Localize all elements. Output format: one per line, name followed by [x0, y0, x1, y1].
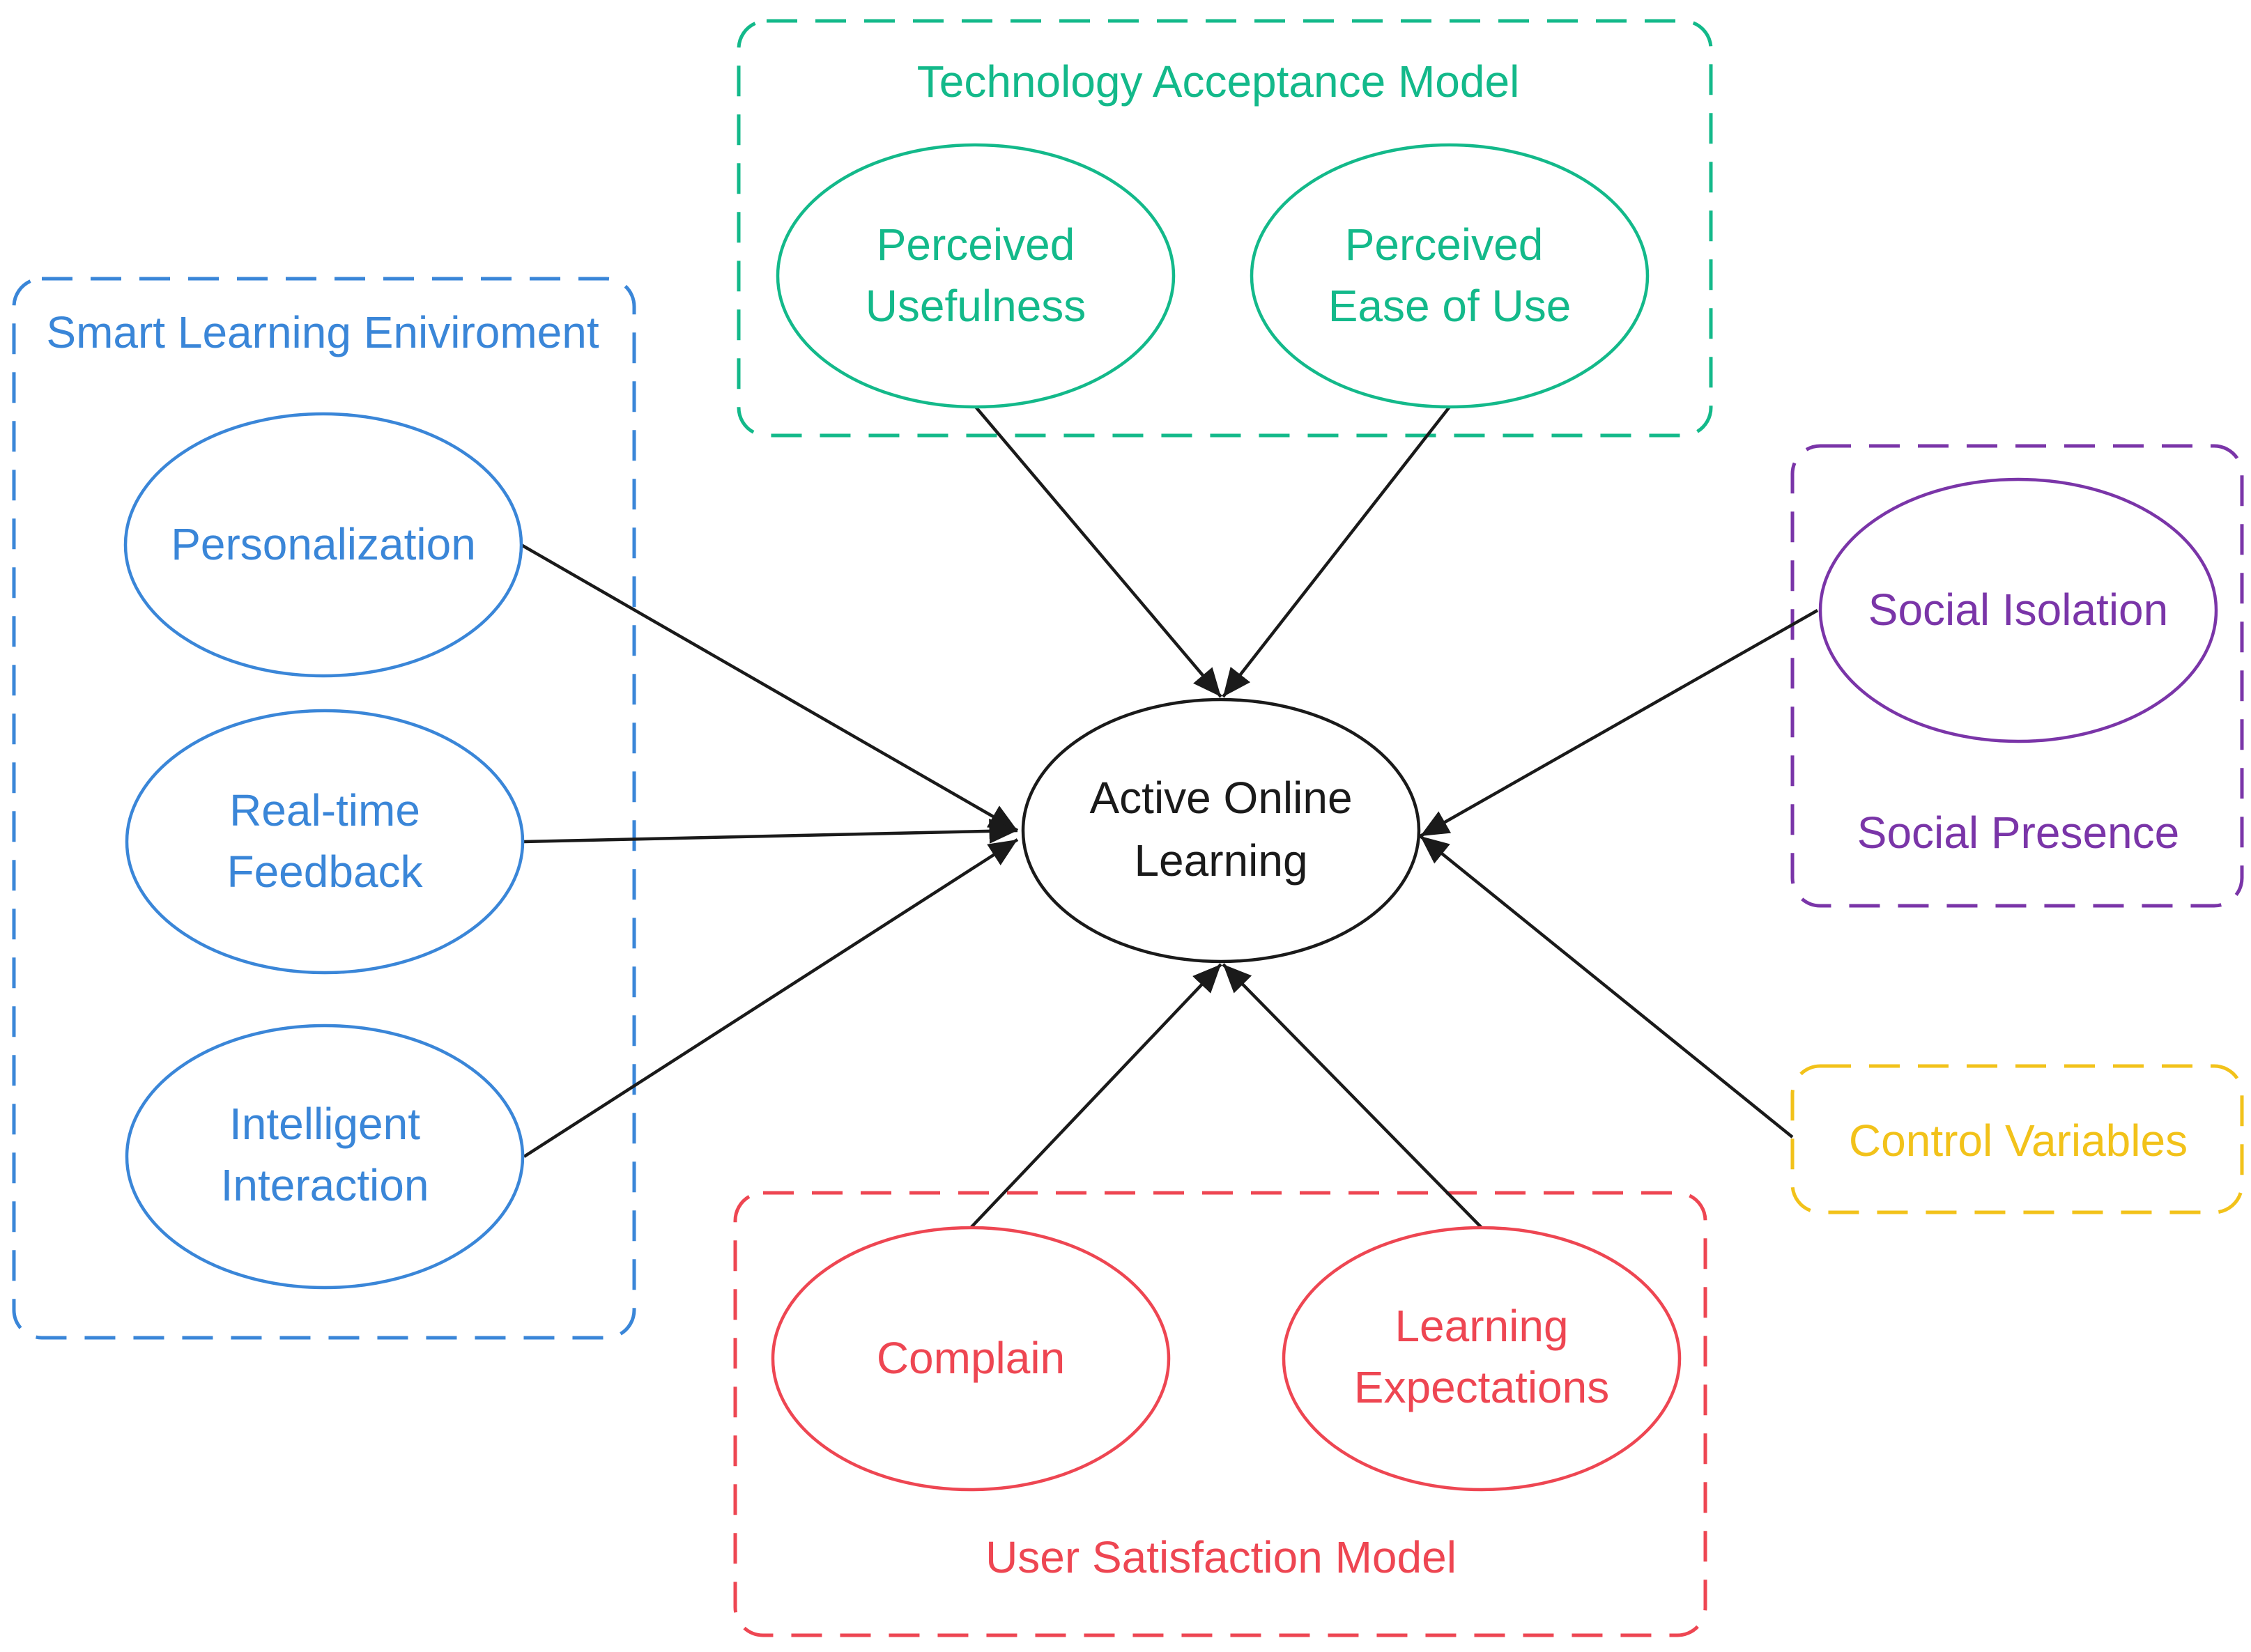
construct-social-isolation: Social Isolation [1818, 477, 2218, 743]
arrow-realtime-feedback-to-active-learning [523, 818, 1018, 844]
personalization-ellipse [123, 412, 523, 678]
construct-complain: Complain [771, 1226, 1171, 1492]
arrow-complain-to-active-learning [969, 963, 1222, 1229]
user-satisfaction-group-box [733, 1191, 1707, 1637]
arrow-personalization-to-active-learning [520, 543, 1019, 832]
smart-learning-group-title: Smart Learning Eniviroment [46, 307, 599, 357]
active-online-learning-ellipse [1021, 697, 1421, 964]
intelligent-interaction-ellipse [125, 1024, 525, 1290]
social-isolation-ellipse [1818, 477, 2218, 743]
construct-personalization: Personalization [123, 412, 523, 678]
arrow-control-variables-to-active-learning [1419, 835, 1794, 1138]
realtime-feedback-label-line1: Real-time [229, 785, 420, 835]
user-satisfaction-group-title: User Satisfaction Model [985, 1532, 1457, 1582]
construct-learning-expectations: Learning Expectations [1282, 1226, 1682, 1492]
perceived-usefulness-label-line2: Usefulness [866, 281, 1086, 331]
construct-realtime-feedback: Real-time Feedback [125, 709, 525, 975]
perceived-usefulness-ellipse [776, 143, 1176, 409]
personalization-label: Personalization [171, 519, 476, 569]
perceived-usefulness-label-line1: Perceived [877, 219, 1075, 270]
construct-active-online-learning: Active Online Learning [1021, 697, 1421, 964]
learning-expectations-ellipse [1282, 1226, 1682, 1492]
learning-expectations-label-line1: Learning [1395, 1301, 1568, 1351]
active-online-learning-label-line1: Active Online [1089, 773, 1352, 823]
arrow-perceived-ease-to-active-learning [1222, 406, 1451, 698]
perceived-ease-of-use-label-line2: Ease of Use [1328, 281, 1572, 331]
perceived-ease-of-use-label-line1: Perceived [1345, 219, 1544, 270]
construct-perceived-usefulness: Perceived Usefulness [776, 143, 1176, 409]
arrow-social-isolation-to-active-learning [1419, 609, 1819, 837]
control-variables-label: Control Variables [1849, 1116, 2188, 1166]
complain-label: Complain [877, 1333, 1065, 1383]
arrow-learning-expectations-to-active-learning [1222, 963, 1483, 1229]
social-presence-group-box [1790, 444, 2244, 908]
realtime-feedback-label-line2: Feedback [226, 847, 423, 897]
construct-intelligent-interaction: Intelligent Interaction [125, 1024, 525, 1290]
social-isolation-label: Social Isolation [1868, 585, 2168, 635]
construct-perceived-ease-of-use: Perceived Ease of Use [1250, 143, 1650, 409]
perceived-ease-of-use-ellipse [1250, 143, 1650, 409]
realtime-feedback-ellipse [125, 709, 525, 975]
complain-ellipse [771, 1226, 1171, 1492]
arrow-perceived-usefulness-to-active-learning [974, 406, 1222, 698]
tam-group-box [737, 19, 1713, 438]
intelligent-interaction-label-line1: Intelligent [229, 1099, 420, 1149]
arrow-intelligent-interaction-to-active-learning [523, 838, 1019, 1158]
learning-expectations-label-line2: Expectations [1354, 1362, 1609, 1412]
tam-group-title: Technology Acceptance Model [917, 56, 1520, 107]
control-variables-box [1790, 1064, 2244, 1214]
social-presence-group-title: Social Presence [1857, 808, 2179, 858]
active-online-learning-label-line2: Learning [1134, 835, 1307, 886]
intelligent-interaction-label-line2: Interaction [221, 1160, 429, 1210]
